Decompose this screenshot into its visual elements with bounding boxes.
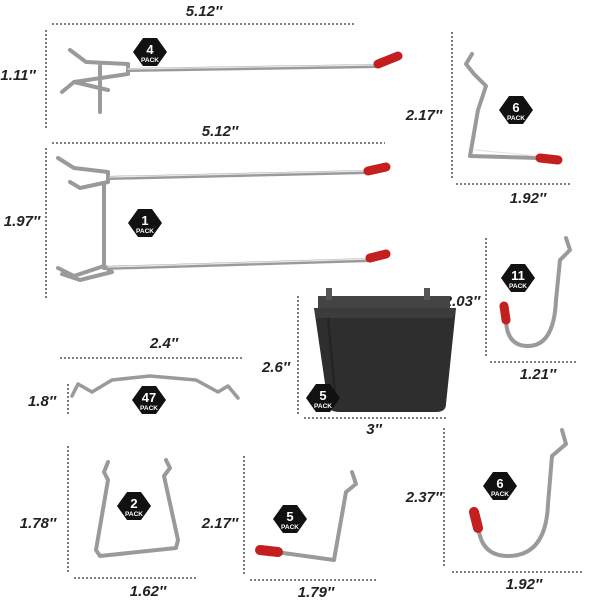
u-hook-item: 1.78″ 1.62″ 2 PACK xyxy=(20,446,198,600)
double-hook-width-label: 5.12″ xyxy=(202,123,239,140)
j-hook-small-image xyxy=(499,236,572,348)
double-hook-item: 5.12″ 1.97″ 1 PACK xyxy=(4,123,391,300)
svg-text:5: 5 xyxy=(286,509,293,524)
j-hook-small-item: 2.03″ 1.21″ 11 PACK xyxy=(443,236,578,383)
svg-text:4: 4 xyxy=(146,42,154,57)
u-hook-height-label: 1.78″ xyxy=(20,515,57,532)
svg-text:PACK: PACK xyxy=(140,405,158,412)
svg-text:47: 47 xyxy=(142,390,156,405)
long-hook-pack-badge: 4 PACK xyxy=(133,38,167,66)
lock-clip-width-label: 2.4″ xyxy=(149,335,179,352)
svg-text:PACK: PACK xyxy=(125,511,143,518)
angled-hook-item: 2.17″ 1.79″ 5 PACK xyxy=(201,456,376,600)
j-hook-small-width-label: 1.21″ xyxy=(520,366,557,383)
svg-text:2: 2 xyxy=(130,496,137,511)
angled-hook-height-label: 2.17″ xyxy=(201,515,239,532)
svg-text:PACK: PACK xyxy=(136,228,154,235)
u-hook-image xyxy=(94,458,180,558)
long-hook-height-label: 1.11″ xyxy=(0,67,36,84)
double-hook-height-label: 1.97″ xyxy=(4,213,41,230)
u-hook-pack-badge: 2 PACK xyxy=(117,492,151,520)
svg-text:PACK: PACK xyxy=(509,283,527,290)
long-hook-width-label: 5.12″ xyxy=(186,3,223,20)
j-hook-large-height-label: 2.37″ xyxy=(405,489,443,506)
j-hook-large-item: 2.37″ 1.92″ 6 PACK xyxy=(405,428,582,593)
l-hook-item: 2.17″ 1.92″ 6 PACK xyxy=(405,32,572,207)
bin-width-label: 3″ xyxy=(366,421,382,438)
l-hook-image xyxy=(464,52,563,165)
u-hook-width-label: 1.62″ xyxy=(130,583,167,600)
angled-hook-width-label: 1.79″ xyxy=(298,584,335,600)
j-hook-large-width-label: 1.92″ xyxy=(506,576,543,593)
svg-text:6: 6 xyxy=(496,476,503,491)
double-hook-pack-badge: 1 PACK xyxy=(128,209,162,237)
bin-image xyxy=(314,288,456,412)
bin-height-label: 2.6″ xyxy=(261,359,291,376)
angled-hook-image xyxy=(255,470,358,562)
lock-clip-image xyxy=(70,374,240,400)
svg-text:PACK: PACK xyxy=(491,491,509,498)
lock-clip-height-label: 1.8″ xyxy=(28,393,57,410)
svg-text:PACK: PACK xyxy=(507,115,525,122)
svg-text:5: 5 xyxy=(319,388,326,403)
j-hook-small-height-label: 2.03″ xyxy=(443,293,481,310)
svg-text:11: 11 xyxy=(511,268,525,283)
svg-text:PACK: PACK xyxy=(314,403,332,410)
j-hook-small-pack-badge: 11 PACK xyxy=(501,264,535,292)
svg-text:PACK: PACK xyxy=(141,57,159,64)
double-hook-image xyxy=(56,156,391,282)
long-hook-item: 5.12″ 1.11″ 4 PACK xyxy=(0,3,403,128)
svg-text:6: 6 xyxy=(512,100,519,115)
j-hook-large-image xyxy=(469,428,568,558)
long-hook-image xyxy=(60,48,403,114)
l-hook-height-label: 2.17″ xyxy=(405,107,443,124)
lock-clip-item: 2.4″ 1.8″ 47 PACK xyxy=(28,335,244,416)
bin-item: 2.6″ 3″ 5 PACK xyxy=(261,288,456,438)
l-hook-width-label: 1.92″ xyxy=(510,190,547,207)
j-hook-large-pack-badge: 6 PACK xyxy=(483,472,517,500)
svg-text:PACK: PACK xyxy=(281,524,299,531)
l-hook-pack-badge: 6 PACK xyxy=(499,96,533,124)
bin-pack-badge: 5 PACK xyxy=(306,384,340,412)
angled-hook-pack-badge: 5 PACK xyxy=(273,505,307,533)
lock-clip-pack-badge: 47 PACK xyxy=(132,386,166,414)
svg-text:1: 1 xyxy=(141,213,148,228)
